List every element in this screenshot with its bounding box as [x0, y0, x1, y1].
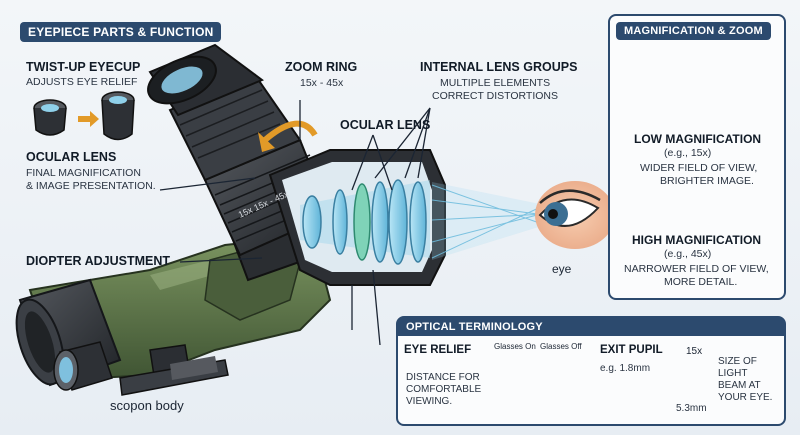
glasses-on-label: Glasses On — [494, 342, 536, 351]
high-mag-desc-2: MORE DETAIL. — [664, 276, 738, 288]
low-mag-desc-1: WIDER FIELD OF VIEW, — [640, 162, 758, 174]
eyecup-diagram — [33, 91, 135, 141]
cutaway-housing — [268, 149, 446, 286]
leader-lines — [159, 100, 431, 346]
exit-example: e.g. 1.8mm — [600, 363, 651, 374]
low-mag-title: LOW MAGNIFICATION — [634, 132, 762, 146]
tripod-mount — [119, 344, 229, 396]
magnification-header: MAGNIFICATION & ZOOM — [616, 22, 771, 40]
eye-relief-desc-2: COMFORTABLE — [406, 384, 482, 395]
low-mag-example: (e.g., 15x) — [664, 147, 712, 159]
terminology-header: OPTICAL TERMINOLOGY — [398, 318, 784, 336]
ocular-lens-desc-2: & IMAGE PRESENTATION. — [26, 180, 156, 192]
exit-desc-2: LIGHT — [718, 368, 748, 379]
internal-lens-desc-1: MULTIPLE ELEMENTS — [440, 77, 551, 89]
exit-desc-3: BEAM AT — [718, 380, 761, 391]
zoom-ring-range: 15x - 45x — [300, 77, 344, 89]
low-mag-desc-2: BRIGHTER IMAGE. — [660, 175, 754, 187]
high-mag-example: (e.g., 45x) — [664, 248, 712, 260]
section-header-eyepiece: EYEPIECE PARTS & FUNCTION — [20, 22, 222, 42]
ocular-lens-desc-1: FINAL MAGNIFICATION — [26, 167, 141, 179]
glasses-off-label: Glasses Off — [540, 342, 582, 351]
exit-desc-4: YOUR EYE. — [718, 392, 773, 403]
eyecup-title: TWIST-UP EYECUP — [26, 60, 141, 74]
eyecup-description: ADJUSTS EYE RELIEF — [26, 76, 138, 88]
internal-lens-title: INTERNAL LENS GROUPS — [420, 60, 578, 74]
eye-relief-desc-3: VIEWING. — [406, 396, 453, 407]
scope-body-label: scopon body — [110, 398, 184, 413]
eye-relief-desc-1: DISTANCE FOR — [406, 372, 480, 383]
eye-label: eye — [552, 262, 572, 276]
high-mag-desc-1: NARROWER FIELD OF VIEW, — [624, 263, 769, 275]
ocular-lens-title: OCULAR LENS — [26, 150, 117, 164]
high-mag-title: HIGH MAGNIFICATION — [632, 233, 762, 247]
internal-lens-desc-2: CORRECT DISTORTIONS — [432, 90, 559, 102]
exit-size: 5.3mm — [676, 403, 707, 414]
eye-illustration — [535, 181, 615, 249]
exit-pupil-title: EXIT PUPIL — [600, 344, 663, 356]
light-rays — [431, 182, 546, 260]
exit-desc-1: SIZE OF — [718, 356, 757, 367]
spare-eyepiece — [53, 341, 113, 391]
magnification-panel — [608, 14, 786, 300]
ocular-lens-title-mid: OCULAR LENS — [340, 118, 431, 132]
exit-mag-label: 15x — [686, 346, 703, 357]
zoom-ring-title: ZOOM RING — [285, 60, 358, 74]
eye-relief-title: EYE RELIEF — [404, 344, 472, 356]
diopter-title: DIOPTER ADJUSTMENT — [26, 254, 170, 268]
